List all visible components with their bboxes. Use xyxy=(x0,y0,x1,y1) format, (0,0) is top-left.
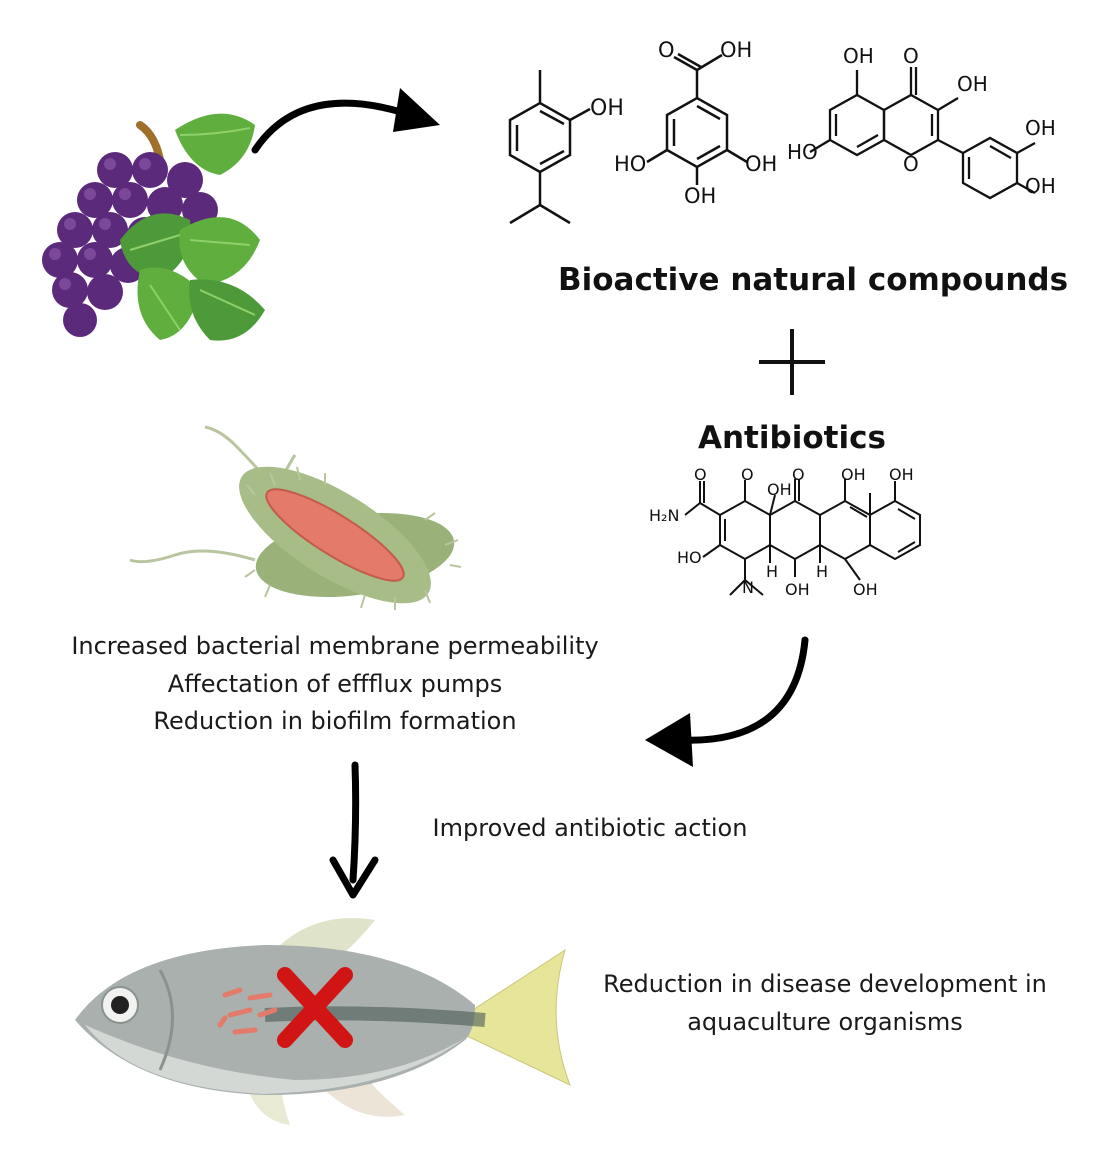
quercetin-oh-3-label: OH xyxy=(957,72,988,96)
thymol-structure: OH xyxy=(508,70,624,225)
bacteria-illustration xyxy=(129,425,462,610)
tetra-o3-label: O xyxy=(792,465,805,484)
tetracycline-structure: O O OH O OH OH H₂N HO H H N OH OH xyxy=(649,465,921,599)
tetra-h2-label: H xyxy=(816,562,828,581)
tetra-oh-top-label: OH xyxy=(767,480,792,499)
gallic-oh-right-label: OH xyxy=(745,152,777,176)
gallic-acid-structure: O OH HO OH OH xyxy=(614,38,777,208)
tetra-h2n-label: H₂N xyxy=(649,506,679,525)
gallic-o-label: O xyxy=(658,38,675,62)
gallic-oh-bottom-label: OH xyxy=(684,184,716,208)
compounds-heading: Bioactive natural compounds xyxy=(558,262,1069,298)
quercetin-oh-top-label: OH xyxy=(843,44,874,68)
grapes-mint-illustration xyxy=(42,113,265,341)
arrow-down xyxy=(329,761,379,899)
tetra-h1-label: H xyxy=(766,562,778,581)
quercetin-oh-3p-label: OH xyxy=(1025,116,1056,140)
tetra-ho-label: HO xyxy=(677,548,702,567)
outcome-line-1: Reduction in disease development in xyxy=(603,970,1047,998)
plus-icon xyxy=(759,329,825,395)
tetra-n-label: N xyxy=(742,578,754,597)
thymol-oh-label: OH xyxy=(590,96,624,121)
quercetin-ho-7-label: HO xyxy=(787,140,818,164)
gallic-oh-top-label: OH xyxy=(720,38,752,62)
tetra-o1-label: O xyxy=(694,465,707,484)
gallic-ho-left-label: HO xyxy=(614,152,646,176)
mechanism-line-3: Reduction in biofilm formation xyxy=(153,707,517,735)
outcome-line-2: aquaculture organisms xyxy=(687,1008,963,1036)
tetra-o2-label: O xyxy=(741,465,754,484)
tetra-oh-b-label: OH xyxy=(889,465,914,484)
antibiotics-heading: Antibiotics xyxy=(698,420,886,456)
mechanism-line-2: Affectation of effflux pumps xyxy=(167,670,503,698)
fish-illustration xyxy=(75,918,571,1125)
quercetin-o-carbonyl-label: O xyxy=(903,44,919,68)
tetra-oh-d-label: OH xyxy=(853,580,878,599)
improved-action-label: Improved antibiotic action xyxy=(432,814,748,842)
quercetin-oh-4p-label: OH xyxy=(1025,174,1056,198)
mechanism-line-1: Increased bacterial membrane permeabilit… xyxy=(71,632,599,660)
arrow-to-mechanisms xyxy=(645,636,809,767)
arrow-to-compounds xyxy=(251,88,440,154)
quercetin-o-ring-label: O xyxy=(903,152,919,176)
tetra-oh-c-label: OH xyxy=(785,580,810,599)
tetra-oh-a-label: OH xyxy=(841,465,866,484)
quercetin-structure: OH O OH HO O OH OH xyxy=(787,44,1056,200)
